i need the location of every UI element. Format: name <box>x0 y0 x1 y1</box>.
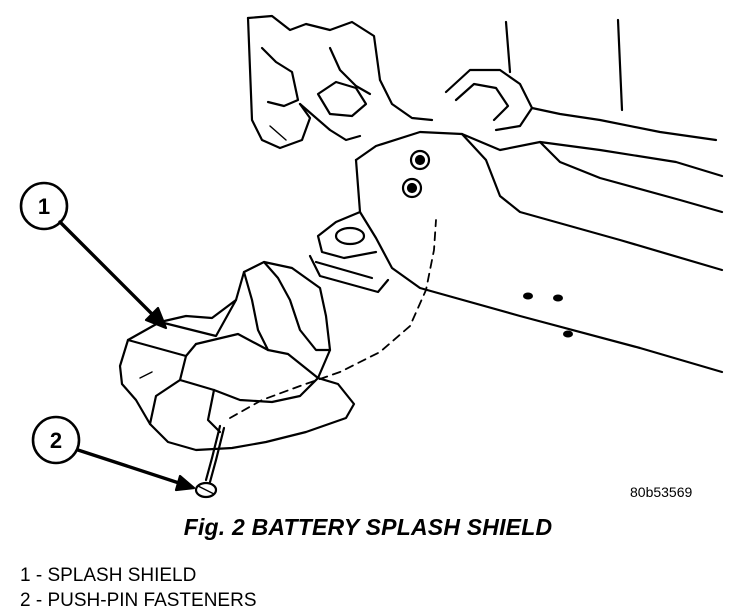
callout-2-number: 2 <box>50 428 62 453</box>
callout-1-number: 1 <box>38 194 50 219</box>
figure-id: 80b53569 <box>630 484 693 500</box>
frame-rail <box>308 130 724 374</box>
installation-guide-line <box>229 219 437 419</box>
figure-caption: Fig. 2 BATTERY SPLASH SHIELD <box>183 514 553 540</box>
battery-splash-shield-diagram: 1 2 80b53569 <box>19 14 724 500</box>
vehicle-upper-structure <box>246 14 718 150</box>
callout-1: 1 <box>19 181 168 330</box>
push-pin-fastener <box>194 424 226 499</box>
legend: 1 - SPLASH SHIELD 2 - PUSH-PIN FASTENERS <box>20 563 257 613</box>
splash-shield <box>118 260 356 452</box>
legend-item-push-pin-fasteners: 2 - PUSH-PIN FASTENERS <box>20 590 257 611</box>
bracket-bolts <box>401 149 573 338</box>
legend-item-splash-shield: 1 - SPLASH SHIELD <box>20 565 197 586</box>
callout-2: 2 <box>31 415 196 492</box>
